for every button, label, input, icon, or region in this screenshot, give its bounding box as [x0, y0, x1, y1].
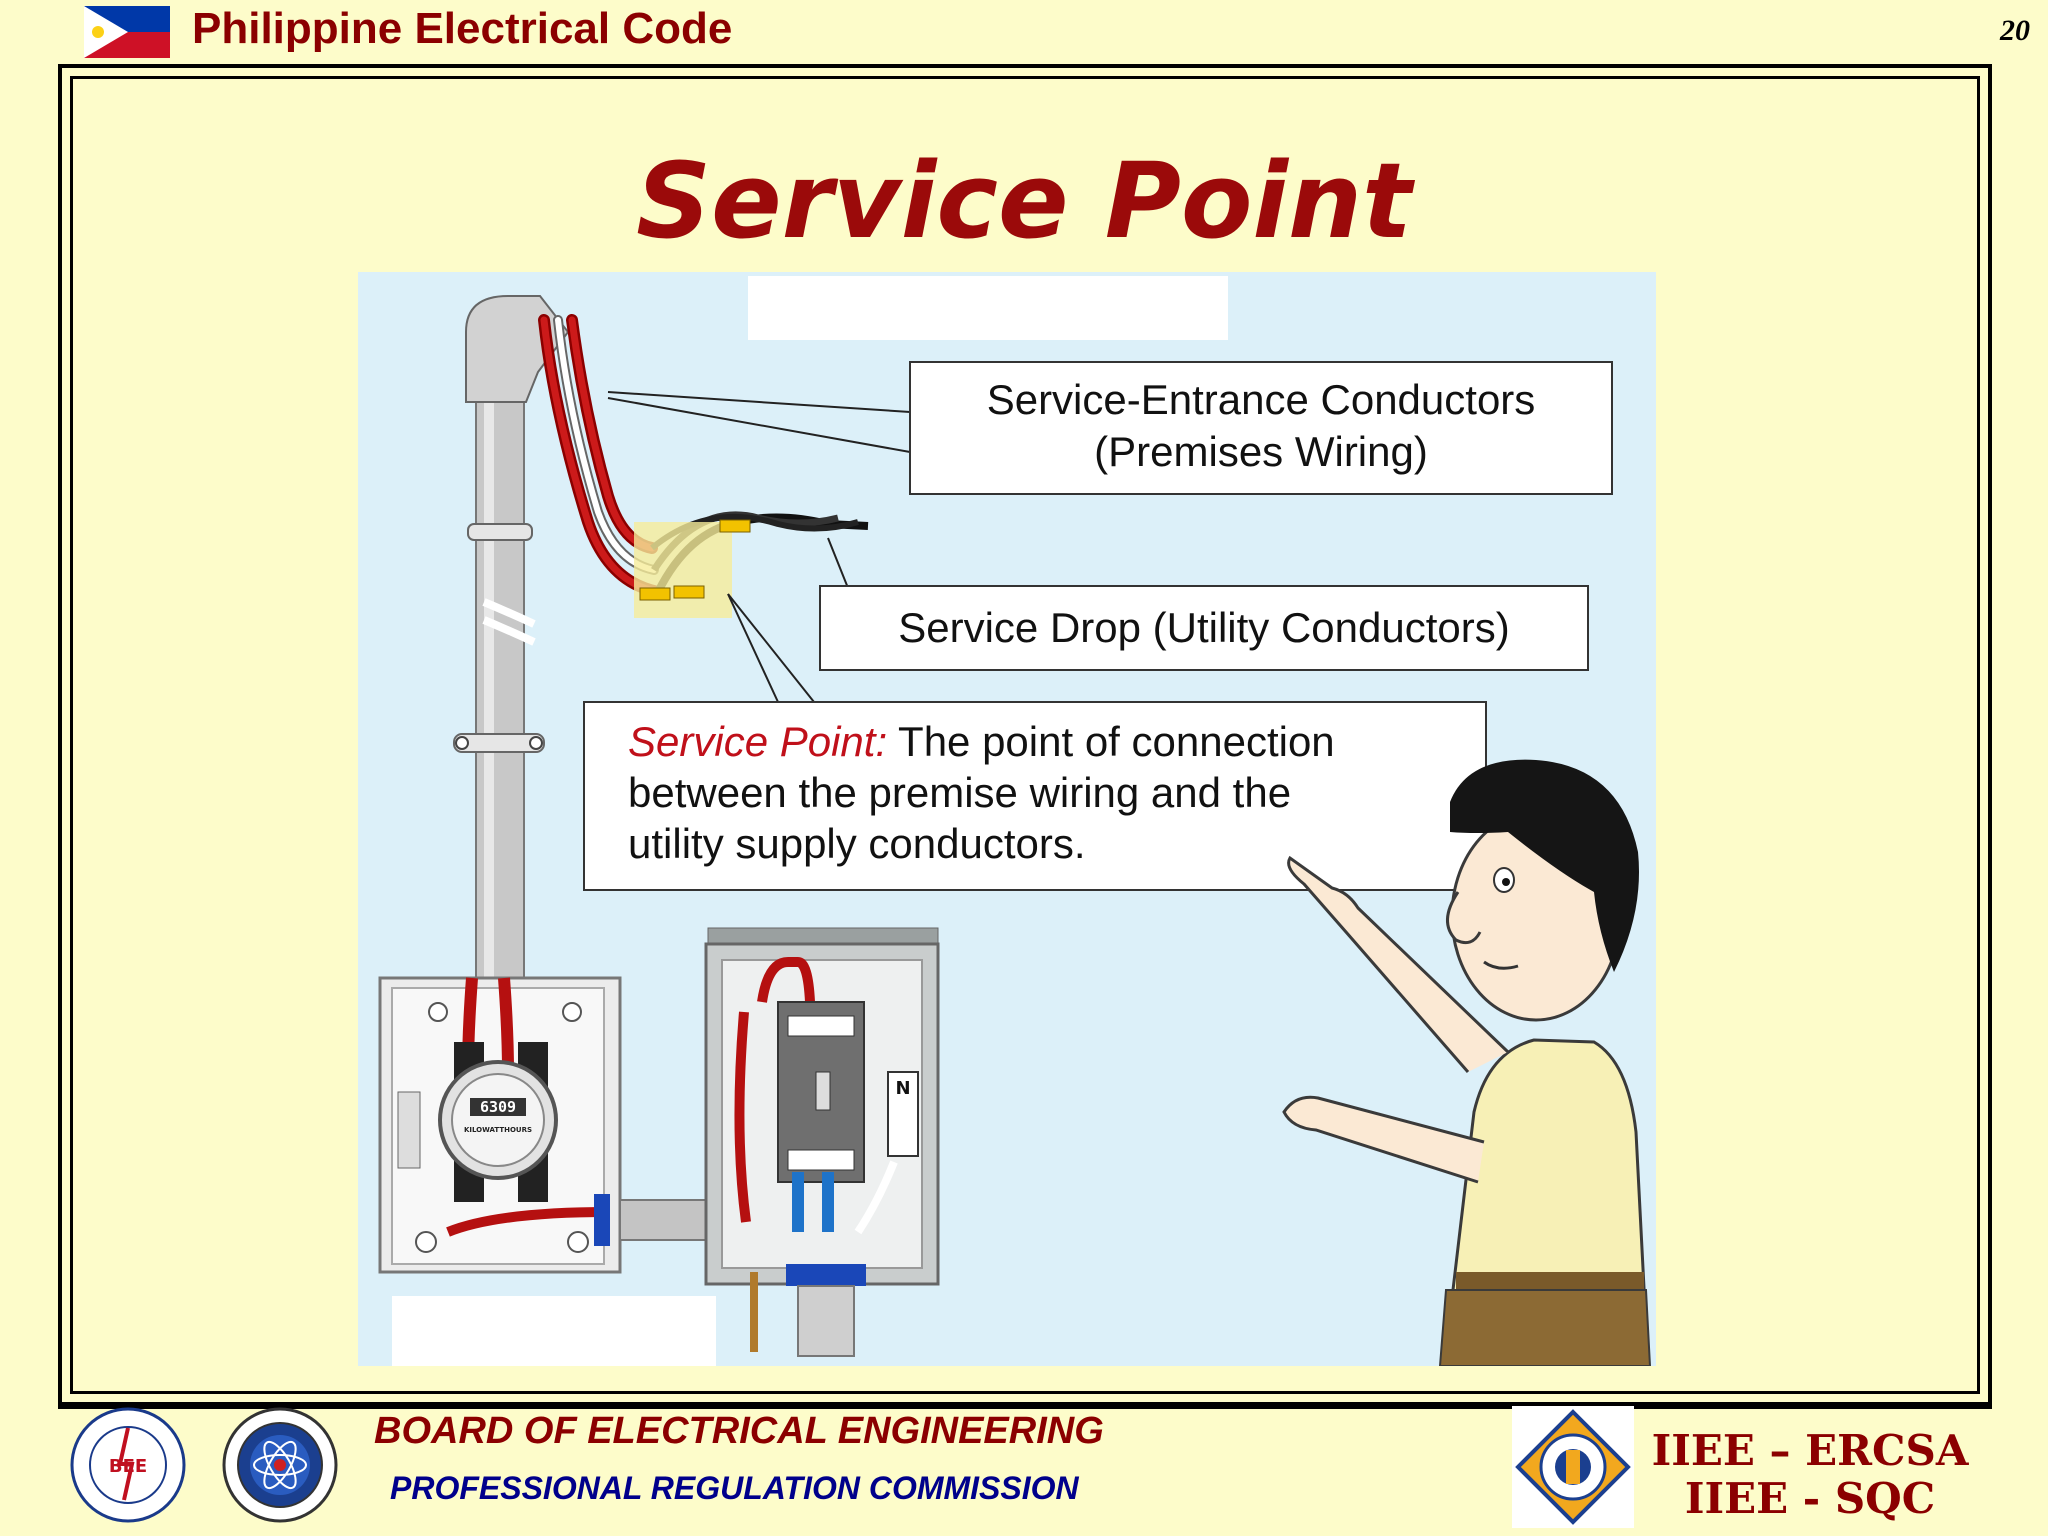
- callout-entrance-line2: (Premises Wiring): [1094, 428, 1428, 475]
- callout-point-line1: The point of connection: [887, 718, 1335, 765]
- callout-service-entrance: Service-Entrance Conductors (Premises Wi…: [909, 361, 1613, 495]
- slide-frame-inner: [70, 76, 1980, 1394]
- service-disconnect-panel: N: [704, 927, 940, 1357]
- callout-entrance-line1: Service-Entrance Conductors: [987, 376, 1536, 423]
- callout-point-line3: utility supply conductors.: [628, 820, 1086, 867]
- callout-drop-text: Service Drop (Utility Conductors): [898, 604, 1510, 651]
- neutral-label: N: [895, 1078, 910, 1099]
- header-title: Philippine Electrical Code: [192, 4, 733, 53]
- callout-service-point: Service Point: The point of connection b…: [583, 701, 1487, 891]
- callout-point-term: Service Point:: [628, 718, 887, 765]
- service-point-illustration: Service-Entrance Conductors (Premises Wi…: [358, 272, 1656, 1366]
- splice-connectors: [634, 519, 751, 618]
- bee-seal-logo: BEE: [70, 1407, 186, 1523]
- footer-divider: [58, 1406, 1992, 1409]
- iiee-seal-logo: [1512, 1406, 1634, 1528]
- prc-seal-logo: [222, 1407, 338, 1523]
- meter-base: 6309 KILOWATTHOURS: [378, 976, 622, 1274]
- meter-reading: 6309: [480, 1098, 516, 1116]
- svg-text:Service Point: The point of co: Service Point: The point of connection: [628, 718, 1335, 765]
- footer-org-line1: IIEE – ERCSA: [1651, 1426, 1969, 1475]
- service-entrance-conductors: [538, 314, 664, 598]
- callout-leader-lines: [607, 391, 911, 703]
- page-number: 20: [2000, 14, 2030, 47]
- callout-point-line2: between the premise wiring and the: [628, 769, 1291, 816]
- man-pointing-figure: [1282, 759, 1652, 1366]
- footer-board-name: BOARD OF ELECTRICAL ENGINEERING: [374, 1410, 1104, 1452]
- bee-seal-text: BEE: [109, 1456, 147, 1477]
- philippine-flag-icon: [84, 6, 170, 58]
- slide-title: Service Point: [636, 140, 1412, 262]
- callout-service-drop: Service Drop (Utility Conductors): [819, 585, 1589, 671]
- footer-org-line2: IIEE - SQC: [1684, 1474, 1936, 1523]
- slide-frame: [58, 64, 1992, 1406]
- footer-commission-name: PROFESSIONAL REGULATION COMMISSION: [390, 1470, 1079, 1506]
- meter-unit: KILOWATTHOURS: [464, 1126, 532, 1134]
